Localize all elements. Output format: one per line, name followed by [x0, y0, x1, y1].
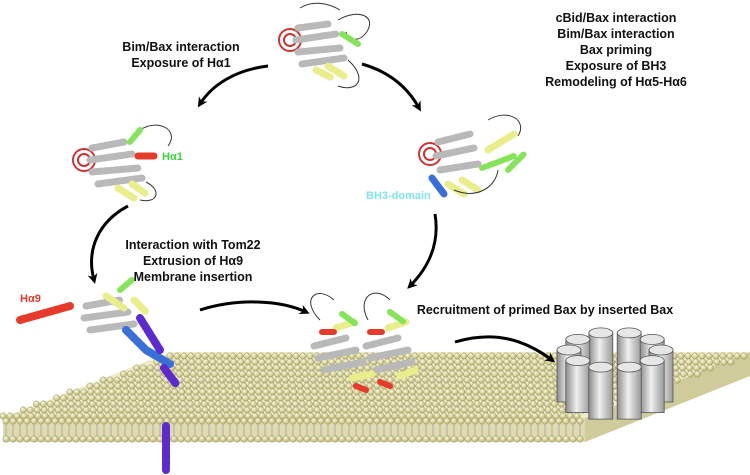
pore-cylinders	[556, 327, 674, 420]
lipid-heads-front	[2, 417, 584, 443]
bax-pore	[556, 327, 674, 420]
label-line: Extrusion of Hα9	[142, 254, 244, 268]
bax-ha1-exposed-structure	[72, 124, 172, 202]
label-cbid-bax-priming: cBid/Bax interaction Bim/Bax interaction…	[516, 10, 716, 90]
arrow-insert-to-recruit	[199, 300, 310, 315]
label-line: cBid/Bax interaction	[555, 11, 677, 25]
label-recruitment: Recruitment of primed Bax by inserted Ba…	[400, 302, 690, 318]
bax-dimer-structure	[310, 292, 420, 393]
label-line: Remodeling of Hα5-Hα6	[545, 75, 687, 89]
label-line: Bim/Bax interaction	[122, 40, 240, 54]
label-line: Recruitment of primed Bax by inserted Ba…	[416, 303, 674, 317]
label-bim-bax-exposure: Bim/Bax interaction Exposure of Hα1	[96, 39, 266, 71]
label-line: Exposure of Hα1	[131, 56, 231, 70]
arrow-top-to-left	[197, 64, 269, 108]
label-line: Bim/Bax interaction	[557, 27, 675, 41]
tag-ha9: Hα9	[20, 293, 41, 305]
arrow-top-to-right	[361, 62, 421, 112]
label-line: Interaction with Tom22	[125, 238, 261, 252]
label-line: Bax priming	[579, 43, 653, 57]
bax-inactive-structure	[278, 2, 371, 89]
bax-bh3-exposed-structure	[418, 114, 527, 198]
lipid-heads-top	[0, 352, 748, 420]
label-line: Exposure of BH3	[565, 59, 667, 73]
arrow-left-down	[87, 204, 129, 284]
label-line: Membrane insertion	[133, 270, 253, 284]
arrow-right-down	[407, 213, 438, 289]
tag-bh3-domain: BH3-domain	[366, 190, 431, 202]
tag-ha1: Hα1	[162, 151, 183, 163]
arrow-recruit-to-pore	[454, 335, 556, 363]
label-tom22-insertion: Interaction with Tom22 Extrusion of Hα9 …	[108, 237, 278, 285]
bax-membrane-inserted-structure	[16, 277, 180, 474]
arrows	[87, 62, 556, 363]
